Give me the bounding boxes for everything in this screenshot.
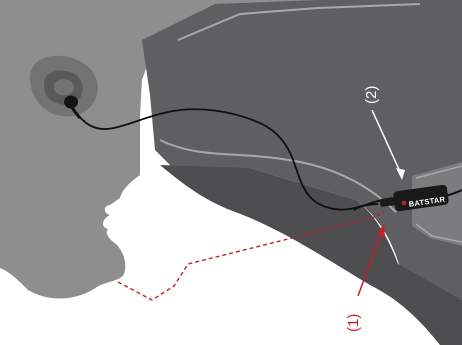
- device-callout-arrow: [371, 109, 403, 177]
- helmet-lower-shell: [160, 165, 462, 345]
- mount-guide-dashed-short: [371, 211, 385, 219]
- headset-cable: [75, 108, 393, 211]
- batstar-device: BATSTAR: [379, 184, 449, 212]
- helmet-shell: [142, 0, 462, 345]
- device-logo-icon: [401, 200, 407, 206]
- mount-cable: [353, 203, 379, 211]
- mount-callout-label: (1): [345, 314, 362, 332]
- mount-callout-arrowhead: [377, 224, 385, 238]
- device-callout-label: (2): [363, 86, 380, 104]
- mount-guide-dashed-line: [117, 217, 373, 301]
- mount-callout-arrow: [357, 229, 383, 297]
- helmet-padding-outline: [415, 165, 462, 243]
- helmet-side-rim: [177, 3, 421, 41]
- helmet-cheek-rim: [159, 139, 397, 213]
- device-callout-arrowhead: [396, 168, 405, 180]
- ear: [30, 55, 98, 117]
